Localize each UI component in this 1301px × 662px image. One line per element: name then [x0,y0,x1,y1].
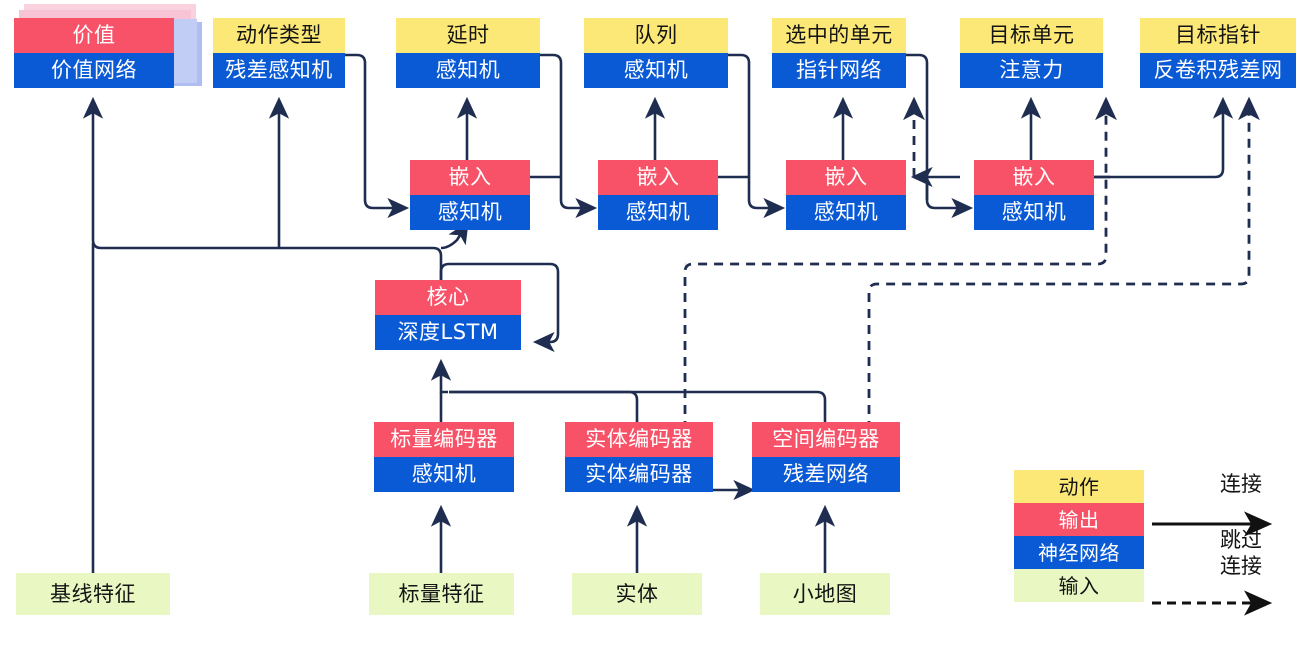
input-minimap-label: 小地图 [760,573,890,615]
node-spatial-encoder-network: 残差网络 [752,457,900,492]
legend-arrow-labels: 连接 跳过 连接 [1166,462,1301,612]
node-delay-network: 感知机 [396,53,540,88]
skip-spatialenc-to-targetpoint [867,96,1260,462]
edge-bus-to-core [430,358,452,394]
node-target-point[interactable]: 目标指针 反卷积残差网 [1140,18,1296,88]
node-scalar-encoder[interactable]: 标量编码器 感知机 [374,422,514,492]
node-delay[interactable]: 延时 感知机 [396,18,540,88]
node-selected-units-network: 指针网络 [772,53,906,88]
legend-swatch-output: 输出 [1014,503,1144,536]
node-spatial-encoder-output: 空间编码器 [752,422,900,457]
node-action-type-output: 动作类型 [213,18,345,53]
node-input-entities[interactable]: 实体 [572,573,702,615]
node-target-unit-output: 目标单元 [960,18,1103,53]
node-action-type-network: 残差感知机 [213,53,345,88]
node-delay-output: 延时 [396,18,540,53]
node-embed-1[interactable]: 嵌入 感知机 [410,160,530,230]
node-entity-encoder[interactable]: 实体编码器 实体编码器 [565,422,713,492]
legend-skip-label-line1: 跳过 [1220,528,1262,552]
legend-skip-label-line2: 连接 [1220,554,1262,578]
node-embed-4-output: 嵌入 [974,160,1094,195]
node-embed-2[interactable]: 嵌入 感知机 [598,160,718,230]
node-embed-3[interactable]: 嵌入 感知机 [786,160,906,230]
legend-swatch-action: 动作 [1014,470,1144,503]
node-input-baseline-features[interactable]: 基线特征 [16,573,170,615]
input-scalar-features-label: 标量特征 [369,573,514,615]
node-core[interactable]: 核心 深度LSTM [375,280,521,350]
node-embed-3-output: 嵌入 [786,160,906,195]
node-selected-units-output: 选中的单元 [772,18,906,53]
edge-embed4-to-targetpoint [1094,96,1234,179]
node-target-point-network: 反卷积残差网 [1140,53,1296,88]
node-value-network: 价值网络 [14,53,174,88]
node-queued-network: 感知机 [584,53,728,88]
node-embed-1-network: 感知机 [410,195,530,230]
node-embed-3-network: 感知机 [786,195,906,230]
node-input-minimap[interactable]: 小地图 [760,573,890,615]
node-target-unit[interactable]: 目标单元 注意力 [960,18,1103,88]
node-scalar-encoder-network: 感知机 [374,457,514,492]
node-embed-2-network: 感知机 [598,195,718,230]
node-spatial-encoder[interactable]: 空间编码器 残差网络 [752,422,900,492]
node-queued[interactable]: 队列 感知机 [584,18,728,88]
legend-swatch-network: 神经网络 [1014,536,1144,569]
node-embed-4-network: 感知机 [974,195,1094,230]
node-action-type[interactable]: 动作类型 残差感知机 [213,18,345,88]
legend-connection-label: 连接 [1220,472,1262,496]
node-input-scalar-features[interactable]: 标量特征 [369,573,514,615]
skip-join-helper [869,264,885,284]
edge-core-to-value [82,96,443,280]
node-value-output: 价值 [14,18,174,53]
node-selected-units[interactable]: 选中的单元 指针网络 [772,18,906,88]
node-value[interactable]: 价值 价值网络 [14,18,174,88]
node-core-network: 深度LSTM [375,315,521,350]
skip-to-selectedunits [881,100,889,462]
node-entity-encoder-network: 实体编码器 [565,457,713,492]
input-entities-label: 实体 [572,573,702,615]
legend-swatch-input: 输入 [1014,569,1144,602]
node-core-output: 核心 [375,280,521,315]
node-queued-output: 队列 [584,18,728,53]
node-target-point-output: 目标指针 [1140,18,1296,53]
node-target-unit-network: 注意力 [960,53,1103,88]
skip-entityenc-to-targetunit [683,96,1117,462]
node-embed-2-output: 嵌入 [598,160,718,195]
node-scalar-encoder-output: 标量编码器 [374,422,514,457]
node-embed-4[interactable]: 嵌入 感知机 [974,160,1094,230]
legend-swatches: 动作 输出 神经网络 输入 [1014,470,1144,602]
node-embed-1-output: 嵌入 [410,160,530,195]
input-baseline-features-label: 基线特征 [16,573,170,615]
node-entity-encoder-output: 实体编码器 [565,422,713,457]
